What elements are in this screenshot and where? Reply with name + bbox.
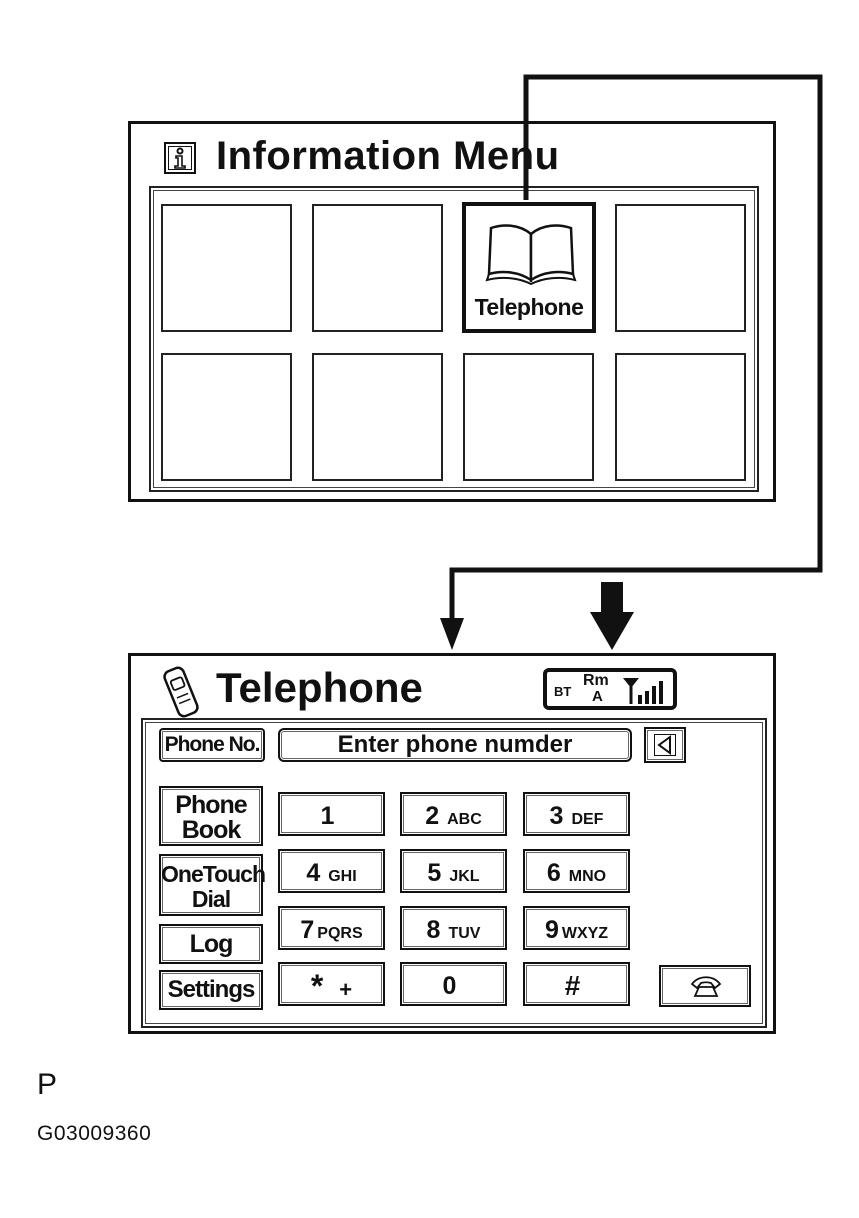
menu-tile-6[interactable] xyxy=(312,353,443,481)
menu-tile-grid: Telephone xyxy=(149,186,759,492)
menu-tile-4[interactable] xyxy=(615,204,746,332)
log-button[interactable]: Log xyxy=(159,924,263,964)
key-8-digit: 8 xyxy=(426,916,441,944)
key-2-letters: ABC xyxy=(447,811,482,828)
key-6-digit: 6 xyxy=(546,859,561,887)
one-touch-line2: Dial xyxy=(191,886,231,912)
key-1-digit: 1 xyxy=(320,802,335,830)
key-5-letters: JKL xyxy=(449,868,480,885)
key-0[interactable]: 0 xyxy=(400,962,507,1006)
status-indicator: BT Rm A xyxy=(543,668,677,710)
telephone-menu-tile[interactable]: Telephone xyxy=(462,202,596,333)
key-2[interactable]: 2 ABC xyxy=(400,792,507,836)
key-3-letters: DEF xyxy=(571,811,604,828)
key-hash-symbol: # xyxy=(564,970,581,1001)
key-2-digit: 2 xyxy=(425,802,440,830)
roam-sub-status: A xyxy=(592,688,603,705)
figure-code: G03009360 xyxy=(37,1122,152,1145)
information-menu-title: Information Menu xyxy=(216,134,560,178)
key-3[interactable]: 3 DEF xyxy=(523,792,630,836)
settings-label: Settings xyxy=(167,976,256,1003)
handset-icon xyxy=(689,974,723,1003)
telephone-title: Telephone xyxy=(216,664,423,711)
signal-strength-icon xyxy=(621,676,673,711)
backspace-button[interactable] xyxy=(644,727,686,763)
phone-book-line2: Book xyxy=(181,816,242,844)
telephone-tile-label: Telephone xyxy=(474,294,584,320)
key-5[interactable]: 5 JKL xyxy=(400,849,507,893)
phone-number-field[interactable]: Enter phone numder xyxy=(278,728,632,762)
key-4[interactable]: 4 GHI xyxy=(278,849,385,893)
key-1[interactable]: 1 xyxy=(278,792,385,836)
key-7-digit: 7 xyxy=(300,916,315,944)
telephone-panel: Phone No. Enter phone numder Phone Book … xyxy=(141,718,767,1028)
key-6-letters: MNO xyxy=(568,868,607,885)
key-hash[interactable]: # xyxy=(523,962,630,1006)
info-icon xyxy=(164,142,196,174)
key-star-plus: + xyxy=(339,977,353,1002)
menu-tile-2[interactable] xyxy=(312,204,443,332)
open-book-icon xyxy=(483,218,579,291)
key-0-digit: 0 xyxy=(442,972,457,1000)
back-arrow-icon xyxy=(654,734,676,761)
key-9-letters: WXYZ xyxy=(561,925,609,942)
roam-status: Rm xyxy=(583,672,609,689)
phone-book-button[interactable]: Phone Book xyxy=(159,786,263,846)
key-6[interactable]: 6 MNO xyxy=(523,849,630,893)
phone-no-label: Phone No. xyxy=(159,728,265,762)
figure-letter: P xyxy=(37,1068,58,1101)
key-3-digit: 3 xyxy=(549,802,564,830)
call-button[interactable] xyxy=(659,965,751,1007)
key-8[interactable]: 8 TUV xyxy=(400,906,507,950)
telephone-screen: Telephone BT Rm A Phone No. Enter phone … xyxy=(128,653,776,1034)
menu-tile-7[interactable] xyxy=(463,353,594,481)
key-4-digit: 4 xyxy=(306,859,321,887)
status-pointer-arrow xyxy=(590,582,634,650)
log-label: Log xyxy=(189,930,234,958)
bluetooth-status: BT xyxy=(554,684,572,699)
key-star[interactable]: *+ xyxy=(278,962,385,1006)
settings-button[interactable]: Settings xyxy=(159,970,263,1010)
key-9-digit: 9 xyxy=(544,916,559,944)
menu-tile-5[interactable] xyxy=(161,353,292,481)
one-touch-line1: OneTouch xyxy=(161,861,266,887)
key-5-digit: 5 xyxy=(427,859,442,887)
phone-book-line1: Phone xyxy=(175,791,247,819)
flow-arrow-head xyxy=(440,618,464,650)
cell-phone-icon xyxy=(157,664,205,725)
one-touch-dial-button[interactable]: OneTouch Dial xyxy=(159,854,266,916)
key-4-letters: GHI xyxy=(328,868,357,885)
key-star-symbol: * xyxy=(310,968,324,1004)
menu-tile-8[interactable] xyxy=(615,353,746,481)
key-7-letters: PQRS xyxy=(317,925,363,942)
key-8-letters: TUV xyxy=(448,925,481,942)
information-menu-screen: Information Menu Telephone xyxy=(128,121,776,502)
menu-tile-1[interactable] xyxy=(161,204,292,332)
